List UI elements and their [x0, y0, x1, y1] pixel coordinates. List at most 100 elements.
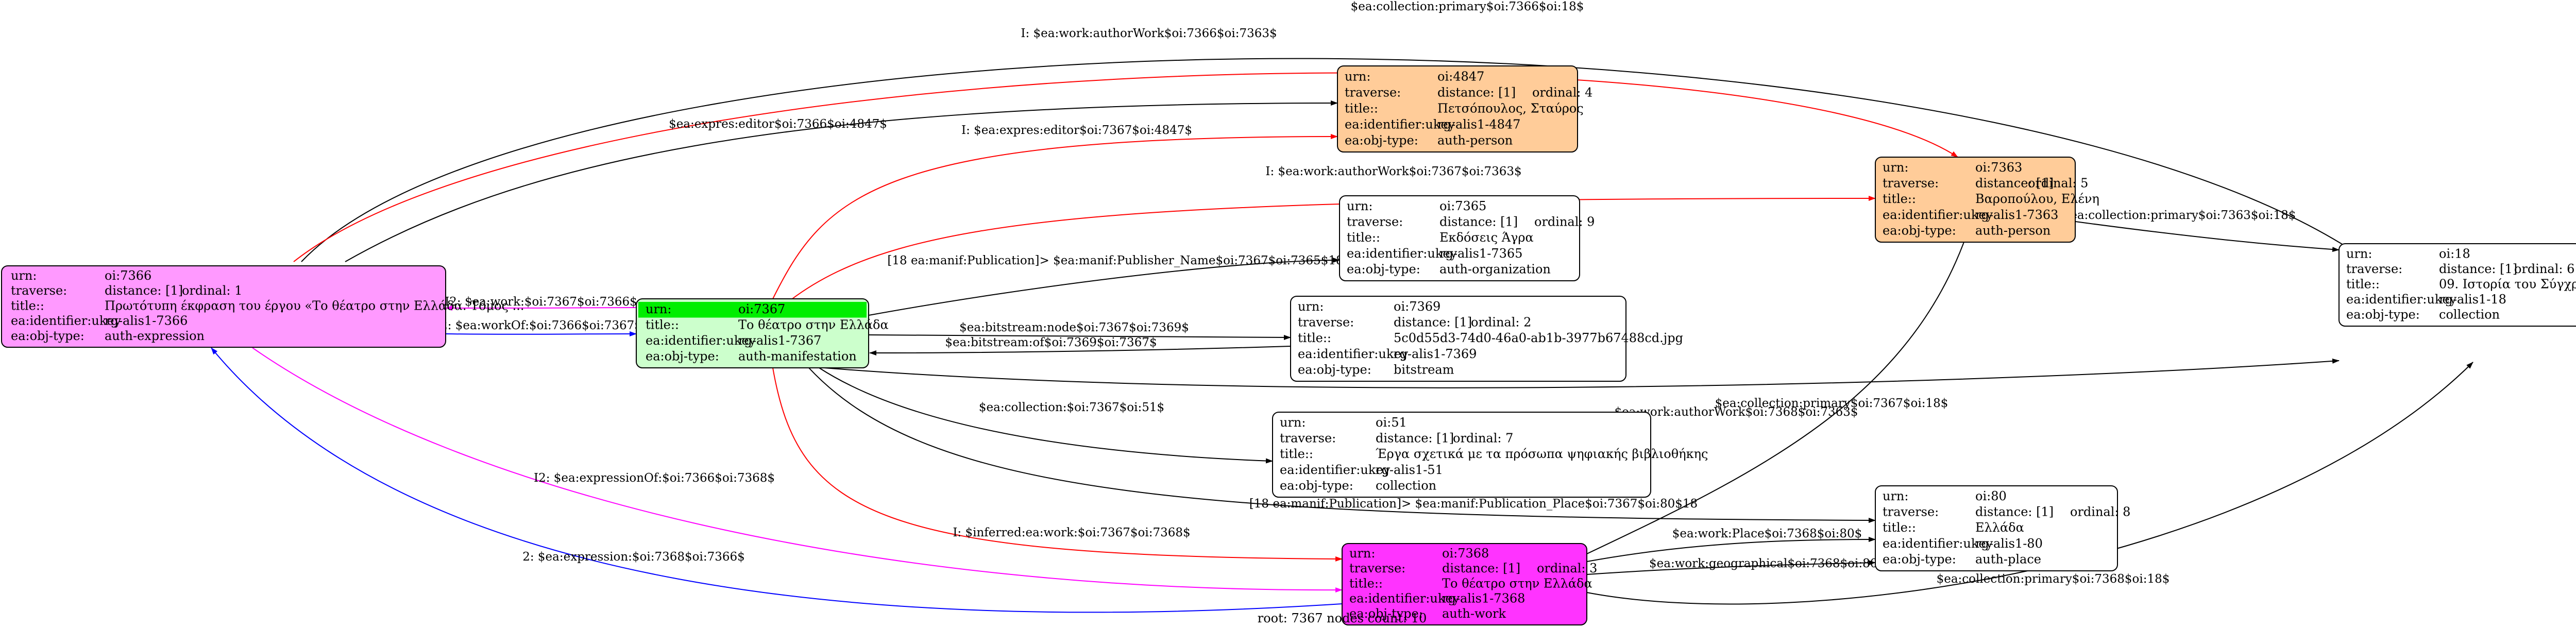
- node-field-value: distance: [1]: [1975, 505, 2054, 519]
- node-field-key: traverse:: [11, 283, 67, 298]
- node-field-value: oi:7365: [1439, 199, 1486, 213]
- node-field-ordinal: ordinal: 9: [1534, 215, 1595, 229]
- node-oi-7366[interactable]: urn: oi:7366 traverse: distance: [1]ordinal…: [1, 265, 524, 348]
- edge-label: $ea:work:geographical$oi:7368$oi:80$: [1649, 557, 1885, 570]
- node-field-key: ea:identifier:ukey: [2346, 292, 2457, 307]
- edges: $ea:collection:primary$oi:7366$oi:18$ I:…: [211, 0, 2473, 613]
- node-field-value: auth-person: [1437, 133, 1513, 147]
- edge-label: $ea:collection:primary$oi:7366$oi:18$: [1351, 0, 1584, 13]
- edge-bitstream-of-7369-7367: $ea:bitstream:of$oi:7369$oi:7367$: [869, 336, 1291, 355]
- node-field-value: auth-person: [1975, 223, 2050, 238]
- node-field-value: 5c0d55d3-74d0-46a0-ab1b-3977b67488cd.jpg: [1394, 331, 1683, 345]
- node-field-key: ea:obj-type:: [11, 329, 84, 343]
- node-field-ordinal: ordinal: 3: [1537, 561, 1597, 575]
- edge-label: 2: $ea:expression:$oi:7368$oi:7366$: [522, 550, 745, 564]
- node-field-key: urn:: [1883, 160, 1908, 175]
- edge-label: $ea:expres:editor$oi:7366$oi:4847$: [669, 117, 887, 131]
- node-header-highlight: [638, 302, 867, 318]
- node-field-key: traverse:: [2346, 262, 2402, 276]
- edge-label: [18 ea:manif:Publication]> $ea:manif:Pub…: [887, 254, 1343, 267]
- node-field-key: traverse:: [1349, 561, 1405, 575]
- node-field-value: oi:7369: [1394, 299, 1440, 314]
- node-field-value: rg-alis1-80: [1975, 536, 2043, 551]
- edge-work-geographical-7368-80: $ea:work:geographical$oi:7368$oi:80$: [1586, 557, 1885, 575]
- node-field-value: rg-alis1-7368: [1442, 591, 1525, 606]
- node-field-ordinal: ordinal: 8: [2070, 505, 2130, 519]
- node-field-value: distance: [1]: [105, 283, 183, 298]
- node-field-value: auth-organization: [1439, 262, 1551, 276]
- node-field-key: ea:identifier:ukey: [1298, 347, 1409, 361]
- edge-label: $ea:collection:primary$oi:7367$oi:18$: [1715, 397, 1948, 410]
- node-field-key: ea:identifier:ukey: [1280, 463, 1391, 477]
- edge-publisher-7367-7365: [18 ea:manif:Publication]> $ea:manif:Pub…: [868, 254, 1344, 316]
- node-oi-7365[interactable]: urn: oi:7365 traverse: distance: [1] ordinal…: [1339, 195, 1595, 281]
- node-field-key: ea:obj-type:: [2346, 308, 2420, 322]
- node-field-value: rg-alis1-7366: [105, 314, 188, 328]
- node-field-value: Βαροπούλου, Ελένη: [1975, 192, 2099, 206]
- footer-summary: root: 7367 nodes count: 10: [1258, 611, 1427, 625]
- node-field-key: urn:: [1883, 489, 1908, 503]
- node-field-key: urn:: [1349, 546, 1375, 561]
- node-field-key: title::: [1883, 520, 1916, 535]
- edge-label: $ea:collection:$oi:7367$oi:51$: [979, 401, 1164, 414]
- node-field-value: bitstream: [1394, 362, 1454, 377]
- node-field-key: ea:obj-type:: [1883, 223, 1956, 238]
- node-field-key: ea:obj-type:: [646, 349, 719, 363]
- node-field-value: rg-alis1-7367: [738, 333, 821, 348]
- node-field-value: oi:7366: [105, 268, 151, 283]
- node-field-value: oi:7363: [1975, 160, 2022, 175]
- node-field-key: title::: [1298, 331, 1331, 345]
- node-field-key: ea:obj-type:: [1347, 262, 1420, 276]
- edge-publication-place-7367-80: [18 ea:manif:Publication]> $ea:manif:Pub…: [808, 367, 1876, 523]
- edge-workof-7366-7367: 2: $ea:workOf:$oi:7366$oi:7367$: [440, 319, 642, 337]
- edge-authorwork-7366-7363: I: $ea:work:authorWork$oi:7366$oi:7363$: [293, 27, 1958, 262]
- node-field-value: 09. Ιστορία του Σύγχρονου ελληνικού θεάτ…: [2439, 277, 2576, 292]
- node-field-value: Πετσόπουλος, Σταύρος: [1437, 101, 1584, 115]
- node-field-key: traverse:: [1347, 215, 1403, 229]
- node-field-value: distance: [1]: [1439, 215, 1518, 229]
- node-field-value: collection: [1376, 478, 1436, 493]
- node-field-value: rg-alis1-4847: [1437, 117, 1520, 131]
- node-field-key: ea:obj-type:: [1349, 606, 1423, 621]
- edge-collection-primary-7367-18: $ea:collection:primary$oi:7367$oi:18$: [824, 358, 2340, 410]
- edge-work-7367-7366: I2: $ea:work:$oi:7367$oi:7366$: [445, 295, 637, 311]
- edge-label: I: $ea:work:authorWork$oi:7366$oi:7363$: [1021, 27, 1277, 40]
- node-field-value: auth-work: [1442, 606, 1506, 621]
- node-field-value: rg-alis1-7369: [1394, 347, 1477, 361]
- node-box: [1272, 412, 1651, 498]
- node-field-ordinal: ordinal: 7: [1453, 431, 1513, 446]
- node-field-key: urn:: [1347, 199, 1372, 213]
- node-field-ordinal: ordinal: 1: [182, 283, 242, 298]
- node-field-ordinal: ordinal: 4: [1532, 85, 1592, 99]
- node-field-key: urn:: [2346, 246, 2372, 261]
- edge-label: $ea:collection:primary$oi:7368$oi:18$: [1937, 572, 2170, 586]
- edge-label: $ea:collection:primary$oi:7363$oi:18$: [2063, 209, 2296, 222]
- node-box: [1337, 65, 1578, 152]
- node-field-value: Το θέατρο στην Ελλάδα: [1442, 576, 1592, 590]
- node-field-value: rg-alis1-7363: [1975, 208, 2058, 222]
- node-field-key: title::: [2346, 277, 2380, 292]
- node-field-value: oi:18: [2439, 246, 2470, 261]
- node-field-ordinal: ordinal: 5: [2028, 176, 2088, 191]
- node-field-key: title::: [1883, 192, 1916, 206]
- node-box: [1290, 296, 1626, 382]
- edge-label: I: $ea:work:authorWork$oi:7367$oi:7363$: [1265, 165, 1521, 178]
- edge-label: 2: $ea:workOf:$oi:7366$oi:7367$: [440, 319, 642, 332]
- node-field-key: traverse:: [1883, 505, 1939, 519]
- node-field-value: Πρωτότυπη έκφραση του έργου «Το θέατρο σ…: [105, 298, 524, 313]
- node-field-key: urn:: [11, 268, 37, 283]
- node-field-value: auth-manifestation: [738, 349, 857, 363]
- node-field-value: Ελλάδα: [1975, 520, 2024, 535]
- node-field-key: ea:obj-type:: [1298, 362, 1371, 377]
- edge-label: I: $inferred:ea:work:$oi:7367$oi:7368$: [953, 526, 1190, 539]
